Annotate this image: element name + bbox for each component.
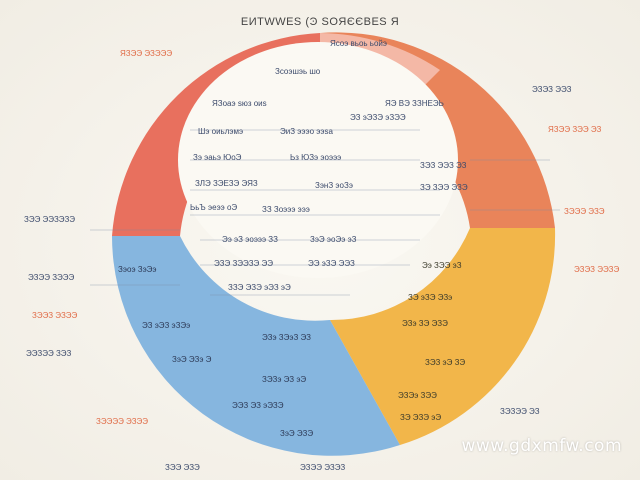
blue-label: ЭЗ эЭЗ эЗЭэ: [142, 321, 190, 330]
inner-label: ЯЭ ВЭ ЗЗНЕЭЬ: [385, 99, 444, 108]
yellow-label: ЗЭЗ эЭ ЗЭ: [425, 358, 465, 367]
inner-label: ЯЗоаэ sюз оиs: [212, 99, 267, 108]
blue-label: ЗэЭ ЭЗЭ: [280, 429, 313, 438]
inner-label: Шэ оиьлэмэ: [198, 127, 243, 136]
blue-label: ЭЭЗ ЭЗ эЭЗЭ: [232, 401, 284, 410]
outer-right-label: ЭЗЭЗ ЭЭЗ: [532, 85, 572, 94]
inner-label: ЭЗЭ ЗЭЭЗЭ ЭЭ: [214, 259, 273, 268]
inner-label: ЗЗ Зоэээ эээ: [262, 205, 310, 214]
inner-label: Зэ эаьэ ЮоЭ: [193, 153, 242, 162]
inner-label: ЗэнЗ эоЗэ: [315, 181, 353, 190]
inner-label: ЗэЭ эоЭэ эЗ: [310, 235, 357, 244]
yellow-label: ЭЗЭэ ЗЭЭ: [398, 391, 437, 400]
outer-left-label: ЗЭЭЭЭ ЭЗЭЭ: [96, 417, 148, 426]
outer-left-label: ЯЗЭЭ ЭЗЭЭЭ: [120, 49, 172, 58]
bottom-label: ЭЗЭЭ ЭЗЭЗ: [300, 463, 345, 472]
inner-label: ЬьЪ эеээ оЭ: [190, 203, 237, 212]
blue-label: ЭЗэ ЗЭэЗ ЭЗ: [262, 333, 311, 342]
outer-right-label: ЯЗЭЭ ЗЭЭ ЭЗ: [548, 125, 602, 134]
leader-lines: [90, 129, 560, 296]
segment-yellow: [330, 228, 556, 445]
inner-label: ЗЭ ЗЭЭ ЭЗЭ: [420, 183, 468, 192]
inner-label: Ьз ЮЗэ эоэээ: [290, 153, 341, 162]
blue-label: ЗэЭ ЭЗэ Э: [172, 355, 212, 364]
diagram-title: ЕИТWWЕS (Ͽ ЅOЯЄЄВЕЅ Я: [240, 16, 400, 28]
yellow-label-group: Ээ ЗЭЭ эЗ ЗЭ эЗЭ ЭЗэ ЭЗэ ЗЭ ЭЗЭ ЗЭЗ эЭ З…: [398, 261, 465, 422]
outer-left-label: ЗЭЭЗ ЭЗЭЭ: [32, 311, 78, 320]
inner-label: ЭЭ эЗЭ ЭЭЗ: [308, 259, 355, 268]
inner-label: ЭиЗ эээо ээsа: [280, 127, 333, 136]
inner-label: ЗЛЭ ЗЭЕЗЭ ЭЯЗ: [195, 179, 258, 188]
yellow-label: ЗЭ ЭЗЭ эЭ: [400, 413, 441, 422]
blue-label: ЗЭЗэ ЭЗ эЭ: [262, 375, 306, 384]
inner-label: ЗЭЗ ЭЭЗ ЭЗ: [420, 161, 467, 170]
outer-right-label: ЭЗЭЗ ЭЭЗЭ: [574, 265, 619, 274]
yellow-label: ЭЗэ ЗЭ ЭЗЭ: [402, 319, 448, 328]
outer-left-label: ЭЗЭЭ ЗЭЭЭ: [28, 273, 75, 282]
outer-right-label: ЗЭЗЭЭ ЭЗ: [500, 407, 540, 416]
blue-label-group: Зэоэ ЗэЭэ ЭЗ эЭЗ эЗЭэ ЗэЭ ЭЗэ Э ЭЗэ ЗЭэЗ…: [118, 265, 313, 438]
watermark-text: www.gdxmfw.com: [461, 436, 622, 456]
inner-label-group: Зсоэшэь шо Ясoэ вьоь ьойэ ЯЗоаэ sюз оиs …: [190, 39, 468, 292]
yellow-label: Ээ ЗЭЭ эЗ: [422, 261, 462, 270]
inner-label: ЭЗ эЭЗЭ эЗЭЭ: [350, 113, 406, 122]
bottom-label-group: ЗЭЭ ЭЗЭ ЭЗЭЭ ЭЗЭЗ: [165, 463, 345, 472]
yellow-label: ЗЭ эЗЭ ЭЗэ: [408, 293, 452, 302]
outer-left-label: ЭЭЗЭЭ ЗЭЗ: [26, 349, 71, 358]
segment-blue: [112, 236, 400, 456]
outer-right-group: ЭЗЭЗ ЭЭЗ ЯЗЭЭ ЗЭЭ ЭЗ ЗЭЭЭ ЭЗЭ ЭЗЭЗ ЭЭЗЭ …: [500, 85, 619, 416]
outer-left-label: ЗЭЭ ЭЭЗЭЗЭ: [24, 215, 75, 224]
inner-label: ЗЗЭ ЭЗЭ эЭЗ эЭ: [228, 283, 291, 292]
inner-label: Зсоэшэь шо: [275, 67, 321, 76]
inner-label: Ээ эЗ эоэээ ЗЗ: [222, 235, 278, 244]
bottom-label: ЗЭЭ ЭЗЭ: [165, 463, 200, 472]
blue-label: Зэоэ ЗэЭэ: [118, 265, 157, 274]
inner-label: Ясoэ вьоь ьойэ: [330, 39, 387, 48]
outer-left-group: ЯЗЭЭ ЭЗЭЭЭ ЗЭЭ ЭЭЗЭЗЭ ЭЗЭЭ ЗЭЭЭ ЗЭЭЗ ЭЗЭ…: [24, 49, 172, 426]
outer-right-label: ЗЭЭЭ ЭЗЭ: [564, 207, 605, 216]
